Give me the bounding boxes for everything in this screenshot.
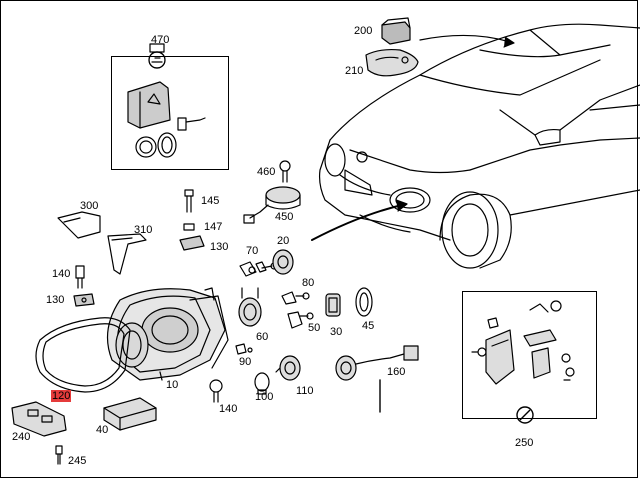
label-70: 70	[246, 245, 259, 257]
label-250: 250	[515, 437, 534, 449]
label-140-left: 140	[52, 268, 71, 280]
part-145-147-130	[179, 189, 205, 251]
label-45: 45	[362, 320, 375, 332]
part-100	[254, 372, 270, 395]
part-300-310	[57, 211, 147, 275]
part-40	[103, 397, 157, 431]
label-470: 470	[151, 34, 170, 46]
label-50: 50	[308, 322, 321, 334]
part-140-bottom	[209, 379, 223, 403]
part-10-headlamp	[35, 287, 229, 393]
part-240-245	[11, 401, 67, 465]
part-60	[238, 287, 262, 327]
part-90	[235, 343, 253, 355]
label-140-bottom: 140	[219, 403, 238, 415]
label-450: 450	[275, 211, 294, 223]
label-210: 210	[345, 65, 364, 77]
part-110	[275, 355, 301, 381]
label-90: 90	[239, 356, 252, 368]
label-160: 160	[387, 366, 406, 378]
part-50	[287, 311, 314, 329]
label-240: 240	[12, 431, 31, 443]
part-200-210	[365, 17, 419, 77]
label-460: 460	[257, 166, 276, 178]
label-145: 145	[201, 195, 220, 207]
label-147: 147	[204, 221, 223, 233]
detail-box-470	[111, 56, 229, 170]
part-460-450	[243, 160, 301, 224]
part-30-45	[325, 287, 373, 317]
part-140-130-left	[73, 265, 95, 307]
label-310: 310	[134, 224, 153, 236]
label-10: 10	[166, 379, 179, 391]
part-20	[272, 249, 294, 275]
wrench-icon-250	[516, 406, 534, 424]
part-70	[239, 261, 278, 277]
label-100: 100	[255, 391, 274, 403]
part-80	[281, 291, 310, 305]
label-130-upper: 130	[210, 241, 229, 253]
label-20: 20	[277, 235, 290, 247]
label-80: 80	[302, 277, 315, 289]
part-160	[335, 345, 419, 413]
detail-box-250	[462, 291, 597, 419]
label-130-left: 130	[46, 294, 65, 306]
label-110: 110	[296, 385, 314, 397]
arrow-200	[419, 34, 511, 43]
wrench-icon-470	[148, 51, 166, 69]
label-30: 30	[330, 326, 343, 338]
part-470	[127, 43, 206, 158]
label-60: 60	[256, 331, 269, 343]
arrow-450	[311, 204, 403, 241]
label-200: 200	[354, 25, 373, 37]
label-245: 245	[68, 455, 87, 467]
label-120-highlighted: 120	[51, 390, 72, 402]
part-250	[471, 300, 575, 385]
label-40: 40	[96, 424, 109, 436]
label-300: 300	[80, 200, 99, 212]
